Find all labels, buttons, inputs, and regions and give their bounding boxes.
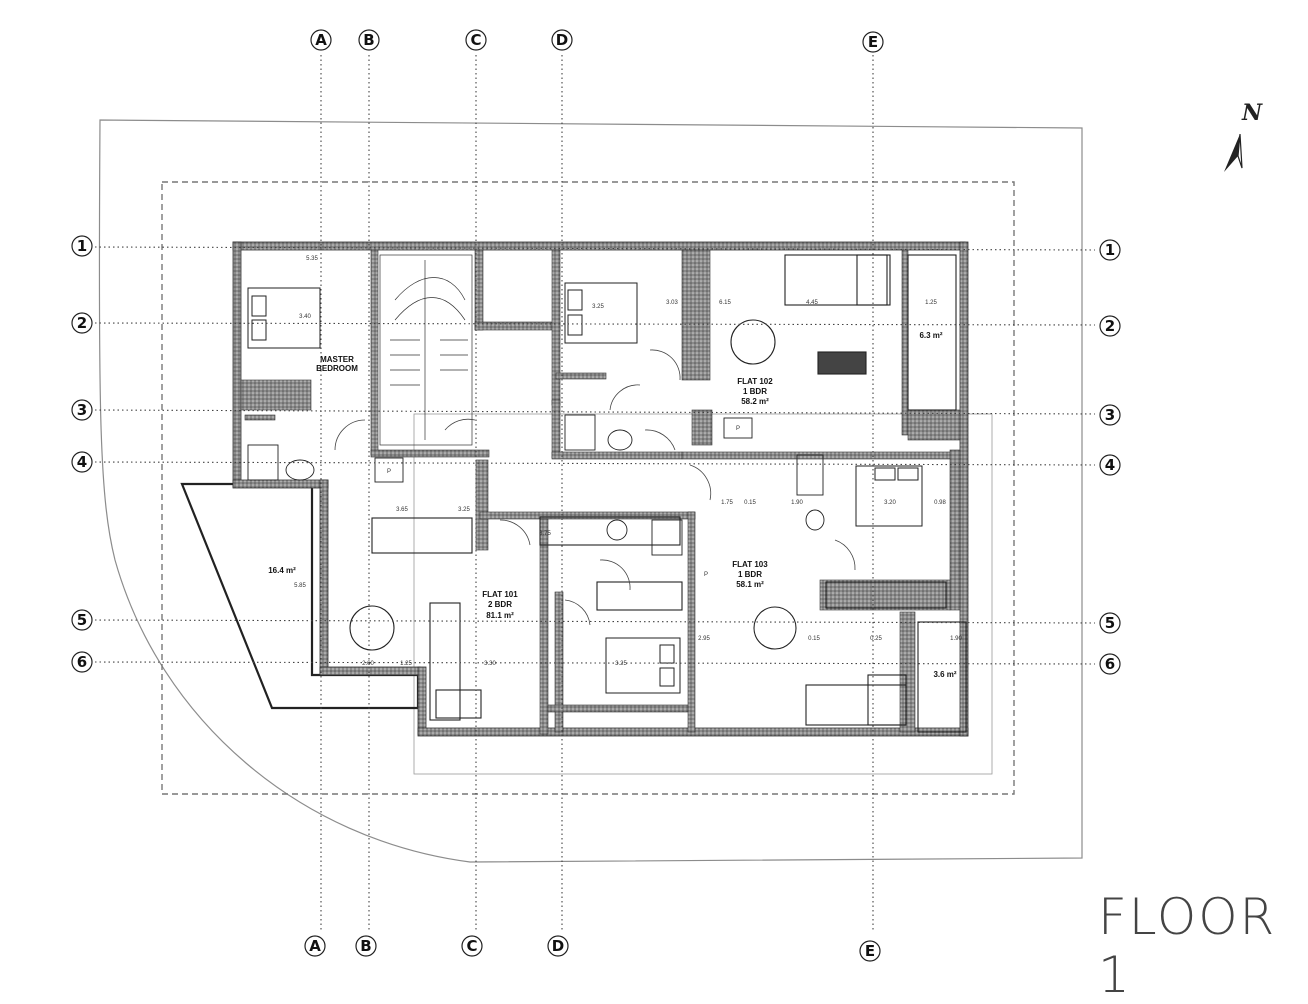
site-boundary (98, 119, 1083, 863)
flat-101-name: FLAT 101 (482, 590, 518, 599)
grid-label-d-bottom: D (552, 937, 564, 955)
dimension: 3.20 (884, 500, 896, 506)
grid-label-5-left: 5 (77, 611, 87, 629)
dimension: 3.25 (615, 661, 627, 667)
flat-103-area: 58.1 m² (736, 580, 764, 589)
north-label: N (1241, 100, 1263, 126)
room-label-bedroom: BEDROOM (316, 364, 358, 373)
grid-label-a-top: A (315, 31, 327, 49)
dimension: 2.60 (362, 661, 374, 667)
dimension: 0.98 (934, 500, 946, 506)
dimension: 0.25 (870, 636, 882, 642)
grid-bubbles-bottom (304, 935, 881, 962)
grid-label-3-right: 3 (1105, 406, 1115, 424)
sanitary (247, 414, 825, 556)
grid-bubbles-top (310, 29, 884, 53)
grid-label-e-top: E (868, 33, 878, 51)
dimension: 3.65 (396, 507, 408, 513)
grid-label-d-top: D (556, 31, 568, 49)
grid-label-3-left: 3 (77, 401, 87, 419)
grid-label-2-right: 2 (1105, 317, 1115, 335)
dimension: 1.90 (950, 636, 962, 642)
dimension: 3.03 (666, 300, 678, 306)
grid-label-4-right: 4 (1105, 456, 1115, 474)
outer-walls (232, 241, 969, 737)
grid-bubbles-right (1099, 239, 1121, 675)
room-label-master: MASTER (320, 355, 354, 364)
grid-bubbles-left (71, 235, 93, 673)
grid-label-1-right: 1 (1105, 241, 1115, 259)
north-arrow-icon: N (1224, 100, 1263, 172)
shaft-label-3: P (704, 572, 708, 578)
grid-label-6-left: 6 (77, 653, 87, 671)
staircase (379, 254, 473, 446)
floor-title: FLOOR 1 (1098, 888, 1277, 1004)
balcony-ne-area-label: 6.3 m² (919, 331, 942, 340)
flat-102-area: 58.2 m² (741, 397, 769, 406)
dimension: 5.35 (306, 256, 318, 262)
dimension: 1.75 (721, 500, 733, 506)
dimension: 1.25 (925, 300, 937, 306)
flat-103-name: FLAT 103 (732, 560, 768, 569)
flat-101-type: 2 BDR (488, 600, 512, 609)
flat-102-name: FLAT 102 (737, 377, 773, 386)
dimension: 0.15 (744, 500, 756, 506)
grid-label-4-left: 4 (77, 453, 87, 471)
dimension: 3.25 (592, 304, 604, 310)
grid-label-c-top: C (470, 31, 481, 49)
balcony-se-area-label: 3.6 m² (933, 670, 956, 679)
flat-101-area: 81.1 m² (486, 611, 514, 620)
furniture-misc (349, 254, 967, 733)
furniture-beds (247, 282, 923, 694)
terrace-area-label: 16.4 m² (268, 566, 296, 575)
flat-103-type: 1 BDR (738, 570, 762, 579)
dimension: 3.40 (299, 314, 311, 320)
grid-label-e-bottom: E (865, 942, 875, 960)
shaft-label-1: P (387, 469, 391, 475)
grid-label-b-top: B (363, 31, 374, 49)
dimension: 0.15 (808, 636, 820, 642)
door-swings (334, 349, 856, 626)
dimension: 2.95 (698, 636, 710, 642)
grid-label-a-bottom: A (309, 937, 321, 955)
flat-102-type: 1 BDR (743, 387, 767, 396)
grid-label-1-left: 1 (77, 237, 87, 255)
dimension: 3.75 (539, 531, 551, 537)
grid-label-b-bottom: B (360, 937, 371, 955)
floor-plan: A B C D E A B C D E 1 2 3 4 5 6 1 2 3 4 … (71, 29, 1121, 962)
dimension: 5.85 (294, 583, 306, 589)
dimension: 6.15 (719, 300, 731, 306)
shaft-label-2: P (736, 426, 740, 432)
dimension: 4.45 (806, 300, 818, 306)
inner-walls (240, 249, 961, 735)
dimension: 3.25 (458, 507, 470, 513)
grid-row-lines (94, 246, 1096, 665)
grid-column-lines (320, 55, 874, 930)
grid-label-5-right: 5 (1105, 614, 1115, 632)
grid-label-c-bottom: C (466, 937, 477, 955)
dimension: 3.30 (484, 661, 496, 667)
dimension: 1.90 (791, 500, 803, 506)
grid-label-2-left: 2 (77, 314, 87, 332)
grid-label-6-right: 6 (1105, 655, 1115, 673)
setback-line (161, 181, 1015, 795)
dimension: 1.25 (400, 661, 412, 667)
